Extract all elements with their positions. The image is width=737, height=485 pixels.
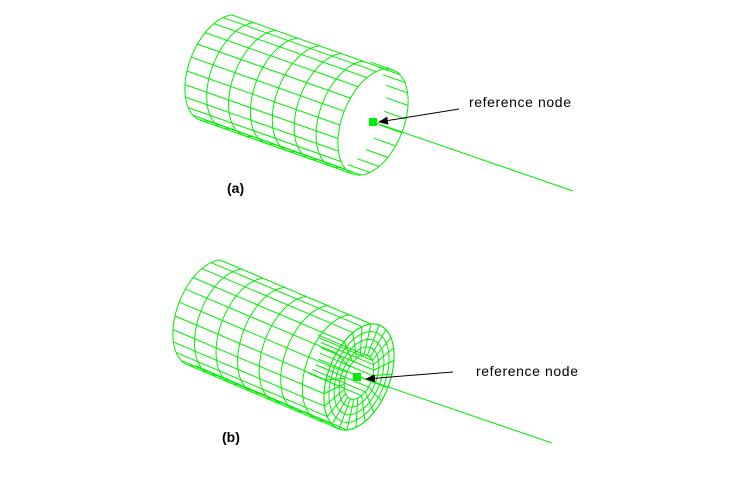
mesh-generator-line <box>192 114 347 170</box>
end-face-spoke <box>369 329 387 358</box>
end-face-spoke <box>331 396 349 425</box>
mesh-generator-line <box>195 365 348 431</box>
mesh-generator-line <box>185 288 337 354</box>
mesh-generator-line <box>191 56 345 112</box>
mesh-generator-line <box>184 84 339 140</box>
mesh-ring <box>184 14 233 122</box>
end-face-spoke <box>323 383 345 395</box>
mesh-generator-line <box>210 262 363 328</box>
mesh-generator-line <box>174 315 327 381</box>
mesh-generator-line <box>222 17 377 73</box>
mesh-ring <box>258 296 307 404</box>
bore-line <box>319 337 373 361</box>
callout-arrow-b <box>365 371 454 383</box>
end-face-spoke <box>363 323 372 355</box>
bore-line <box>319 352 374 377</box>
mesh-generator-line <box>219 259 372 325</box>
bore-line <box>320 347 374 371</box>
mesh-ring <box>271 45 320 153</box>
mesh-generator-line <box>231 14 386 70</box>
end-face-spoke <box>324 388 345 407</box>
mesh-ring <box>172 259 221 367</box>
end-face-spoke <box>368 386 382 402</box>
mesh-inner-line <box>357 158 380 167</box>
end-face-spoke <box>372 373 393 377</box>
callout-arrow-a <box>378 108 460 125</box>
mesh-inner-line <box>382 74 405 83</box>
end-face-spoke <box>366 324 380 356</box>
end-face-spoke <box>338 398 352 430</box>
mesh-inner-line <box>373 137 396 147</box>
end-face-spoke <box>352 332 357 359</box>
mesh-generator-line <box>213 23 368 79</box>
panel-caption-a: (a) <box>227 180 244 196</box>
end-face-spoke <box>326 393 347 417</box>
mesh-inner-line <box>385 97 409 106</box>
mesh-ring <box>293 53 342 161</box>
bore-line <box>320 341 374 366</box>
mesh-ring <box>215 277 264 385</box>
mesh-ring <box>237 286 285 395</box>
panel-caption-b: (b) <box>222 429 240 445</box>
reference-node-a <box>369 118 377 126</box>
beam-element-b <box>358 376 553 444</box>
mesh-inner-line <box>371 61 394 71</box>
end-face-spoke <box>359 326 363 356</box>
mesh-ring <box>193 268 242 376</box>
end-face-spoke <box>373 359 395 371</box>
mesh-generator-line <box>192 277 345 343</box>
mesh-generator-line <box>172 329 325 395</box>
mesh-ring <box>249 37 298 145</box>
bore-line <box>317 334 371 358</box>
mesh-generator-line <box>188 107 342 163</box>
mesh-generator-line <box>186 70 341 126</box>
mesh-generator-line <box>173 341 325 407</box>
bore-line <box>315 364 369 388</box>
panel-b: reference node (b) <box>172 259 579 445</box>
mesh-ring <box>206 22 254 130</box>
reference-node-b <box>353 373 361 381</box>
mesh-ring <box>315 60 364 168</box>
mesh-generator-line <box>197 43 351 99</box>
mesh-inner-line <box>379 124 402 134</box>
mesh-ring <box>228 29 276 138</box>
mesh-generator-line <box>201 268 354 334</box>
panel-a: reference node (a) <box>184 14 574 196</box>
end-face-spoke <box>373 347 394 366</box>
mesh-generator-line <box>180 359 333 425</box>
cylinder-mesh-a <box>184 14 409 176</box>
bore-line <box>312 368 366 393</box>
end-face-spoke <box>343 341 354 363</box>
mesh-inner-line <box>347 164 371 173</box>
end-face-spoke <box>346 399 355 431</box>
mesh-inner-line <box>365 149 389 158</box>
reference-node-label-a: reference node <box>469 94 572 110</box>
mesh-generator-line <box>175 352 328 418</box>
end-face-spoke <box>364 391 375 413</box>
reference-node-label-b: reference node <box>476 363 579 379</box>
mesh-generator-line <box>185 96 339 152</box>
bore-line <box>308 372 362 397</box>
end-face-spoke <box>371 337 392 361</box>
mesh-ring <box>301 314 350 422</box>
mesh-inner-line <box>377 66 401 76</box>
mesh-generator-line <box>179 301 331 367</box>
mesh-inner-line <box>385 84 408 94</box>
cylinder-mesh-b <box>172 259 395 431</box>
mesh-ring <box>280 305 328 413</box>
end-face-spoke <box>355 398 359 428</box>
mesh-generator-line <box>204 32 359 88</box>
end-face-spoke <box>330 365 348 373</box>
beam-element-a <box>372 121 574 192</box>
end-face-spoke <box>361 395 366 422</box>
